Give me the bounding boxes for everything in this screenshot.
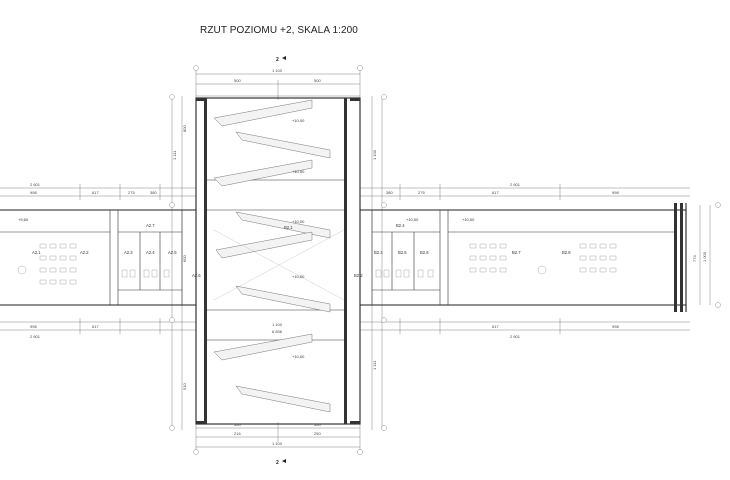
room-b24: B2.4 bbox=[396, 223, 405, 228]
dim-mid-sub: 6 836 bbox=[272, 329, 283, 334]
dim-r-seg4-bottom: 998 bbox=[612, 324, 619, 329]
dim-v5: 1 111 bbox=[372, 360, 377, 370]
dimension-texts: 1 100 500 500 2 601 2 601 998 617 275 38… bbox=[30, 68, 707, 446]
dim-bot-a: 500 bbox=[234, 422, 241, 427]
dim-bot-b: 500 bbox=[314, 422, 321, 427]
dim-v3: 600 bbox=[182, 255, 187, 262]
grid-axis-markers bbox=[169, 65, 721, 455]
dim-v1: 800 bbox=[182, 125, 187, 132]
dim-side-w: 774 bbox=[692, 255, 697, 262]
dim-r-seg4: 998 bbox=[612, 190, 619, 195]
room-b26: B2.6 bbox=[420, 250, 429, 255]
room-b23: B2.3 bbox=[374, 250, 383, 255]
room-a27: A2.7 bbox=[146, 223, 155, 228]
dim-l-seg2: 617 bbox=[92, 190, 99, 195]
room-a21: A2.1 bbox=[32, 250, 41, 255]
room-b27: B2.7 bbox=[512, 250, 521, 255]
ramps bbox=[213, 99, 331, 413]
level-mark-4: +10,00 bbox=[292, 274, 305, 279]
dim-v4: 1 100 bbox=[372, 149, 377, 160]
dim-l-seg1-bottom: 998 bbox=[30, 324, 37, 329]
ramp-hatch-lines bbox=[213, 229, 345, 301]
dim-v6: 510 bbox=[182, 383, 187, 390]
room-b22: B2.2 bbox=[354, 273, 363, 278]
dim-l-seg1: 998 bbox=[30, 190, 37, 195]
level-marks: +10,00 +10,00 +10,00 +10,00 +10,00 +9,60… bbox=[18, 118, 475, 359]
dim-left-total: 2 601 bbox=[30, 182, 41, 187]
section-label-top: 2 bbox=[276, 57, 279, 63]
interior-walls bbox=[0, 179, 674, 341]
level-mark-5: +10,00 bbox=[292, 354, 305, 359]
room-a22: A2.2 bbox=[80, 250, 89, 255]
room-b25: B2.5 bbox=[398, 250, 407, 255]
level-mark-2: +10,00 bbox=[292, 169, 305, 174]
room-a25: A2.5 bbox=[168, 250, 177, 255]
dim-l-seg3: 275 bbox=[128, 190, 135, 195]
dim-right-total: 2 601 bbox=[510, 182, 521, 187]
dim-r-seg1: 380 bbox=[386, 190, 393, 195]
section-marker-top: 2 bbox=[276, 56, 286, 63]
room-a23: A2.3 bbox=[124, 250, 133, 255]
seating-left bbox=[17, 243, 77, 285]
section-label-bottom: 2 bbox=[276, 460, 279, 466]
exterior-walls bbox=[0, 97, 687, 425]
room-labels: A2.1 A2.2 A2.3 A2.4 A2.5 A2.6 A2.7 B2.1 … bbox=[32, 223, 571, 278]
dim-right-total-bottom: 2 601 bbox=[510, 334, 521, 339]
level-mark-1: +10,00 bbox=[292, 118, 305, 123]
dim-l-seg2-bottom: 617 bbox=[92, 324, 99, 329]
thick-wall-segments bbox=[196, 98, 683, 424]
dim-l-seg4: 380 bbox=[150, 190, 157, 195]
seating-right bbox=[469, 243, 617, 275]
dim-r-seg2: 275 bbox=[418, 190, 425, 195]
level-mark-6: +9,60 bbox=[18, 217, 29, 222]
wc-fixtures bbox=[121, 269, 434, 278]
level-mark-7: +10,00 bbox=[462, 217, 475, 222]
dim-r-seg3-bottom: 617 bbox=[492, 324, 499, 329]
dim-bot-sub1: 216 bbox=[234, 431, 241, 436]
dim-bot-total: 1 100 bbox=[272, 441, 283, 446]
dim-mid-total: 1 100 bbox=[272, 322, 283, 327]
level-mark-8: +10,00 bbox=[406, 217, 419, 222]
drawing-title: RZUT POZIOMU +2, SKALA 1:200 bbox=[200, 25, 358, 36]
room-b21: B2.1 bbox=[284, 225, 293, 230]
dim-top-total: 1 100 bbox=[272, 68, 283, 73]
room-a26: A2.6 bbox=[192, 273, 201, 278]
dim-v2: 1 111 bbox=[172, 150, 177, 160]
dim-bot-sub2: 250 bbox=[314, 431, 321, 436]
level-mark-3: +10,00 bbox=[292, 219, 305, 224]
room-a24: A2.4 bbox=[146, 250, 155, 255]
dim-top-a: 500 bbox=[234, 78, 241, 83]
dim-left-total-bottom: 2 601 bbox=[30, 334, 41, 339]
section-marker-bottom: 2 bbox=[276, 459, 286, 466]
dimension-lines bbox=[0, 70, 711, 452]
room-b28: B2.8 bbox=[562, 250, 571, 255]
dim-r-seg3: 617 bbox=[492, 190, 499, 195]
dim-top-b: 500 bbox=[314, 78, 321, 83]
dim-side-w2: 1 000 bbox=[702, 251, 707, 262]
